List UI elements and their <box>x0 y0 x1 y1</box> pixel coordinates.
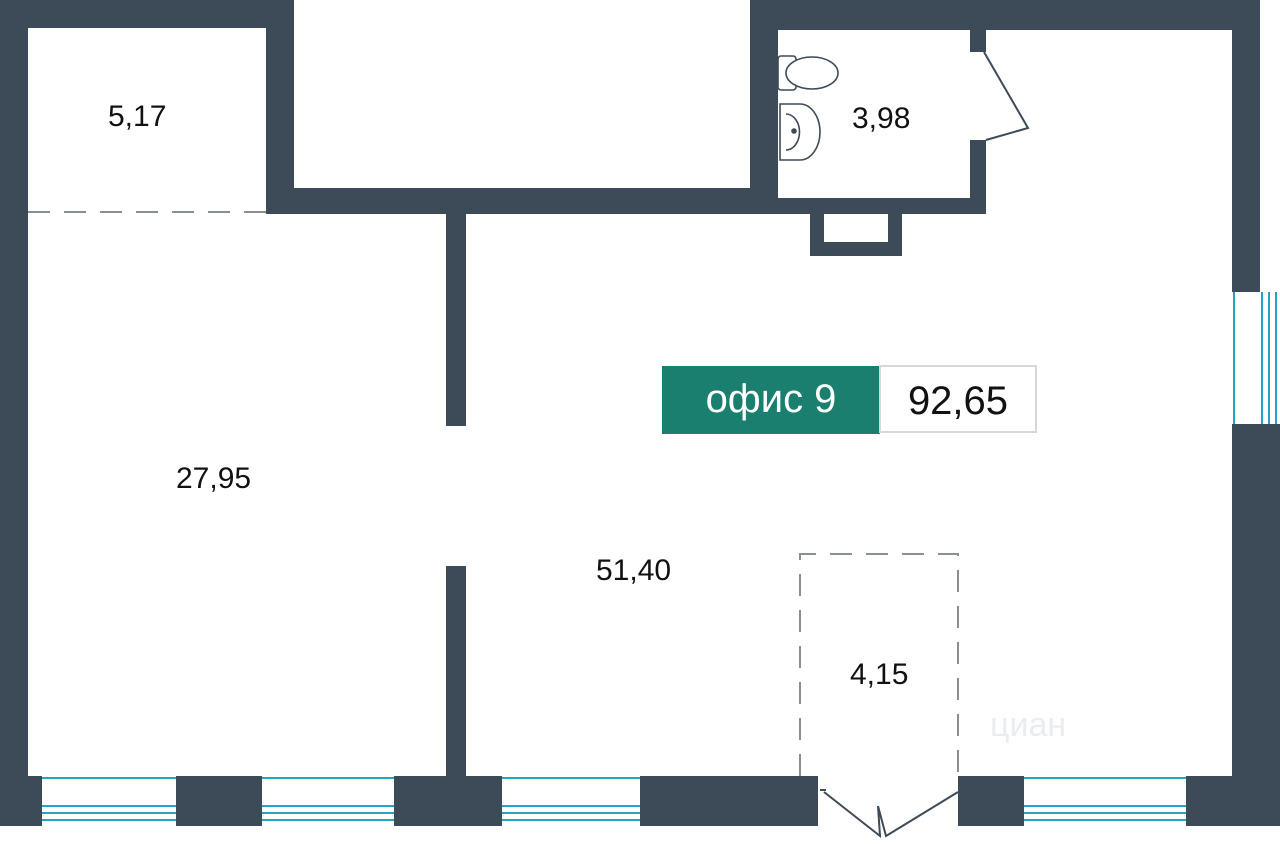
window-bottom-2 <box>262 777 394 824</box>
walls <box>0 0 1280 826</box>
room-area-storage: 5,17 <box>108 100 166 133</box>
windows <box>42 292 1280 824</box>
entrance-boundary <box>799 553 959 776</box>
window-bottom-3 <box>502 777 640 824</box>
window-right <box>1233 292 1280 424</box>
unit-total-area: 92,65 <box>908 379 1008 423</box>
sink-icon <box>779 103 821 161</box>
room-area-bathroom: 3,98 <box>852 102 910 135</box>
window-bottom-4 <box>1024 777 1186 824</box>
bathroom-door <box>983 51 1030 141</box>
room-area-left-office: 27,95 <box>176 462 251 495</box>
dashed-boundaries <box>28 211 959 776</box>
entrance-door <box>820 789 959 839</box>
unit-badge: офис 9 92,65 <box>662 365 1037 434</box>
room-area-entrance: 4,15 <box>850 658 908 691</box>
unit-badge-area-bg <box>879 365 1037 433</box>
toilet-icon <box>777 55 839 91</box>
unit-name: офис 9 <box>706 377 837 421</box>
watermark: циан <box>990 706 1066 744</box>
room-area-main-office: 51,40 <box>596 554 671 587</box>
window-bottom-1 <box>42 777 176 824</box>
unit-badge-name-bg <box>662 366 880 434</box>
